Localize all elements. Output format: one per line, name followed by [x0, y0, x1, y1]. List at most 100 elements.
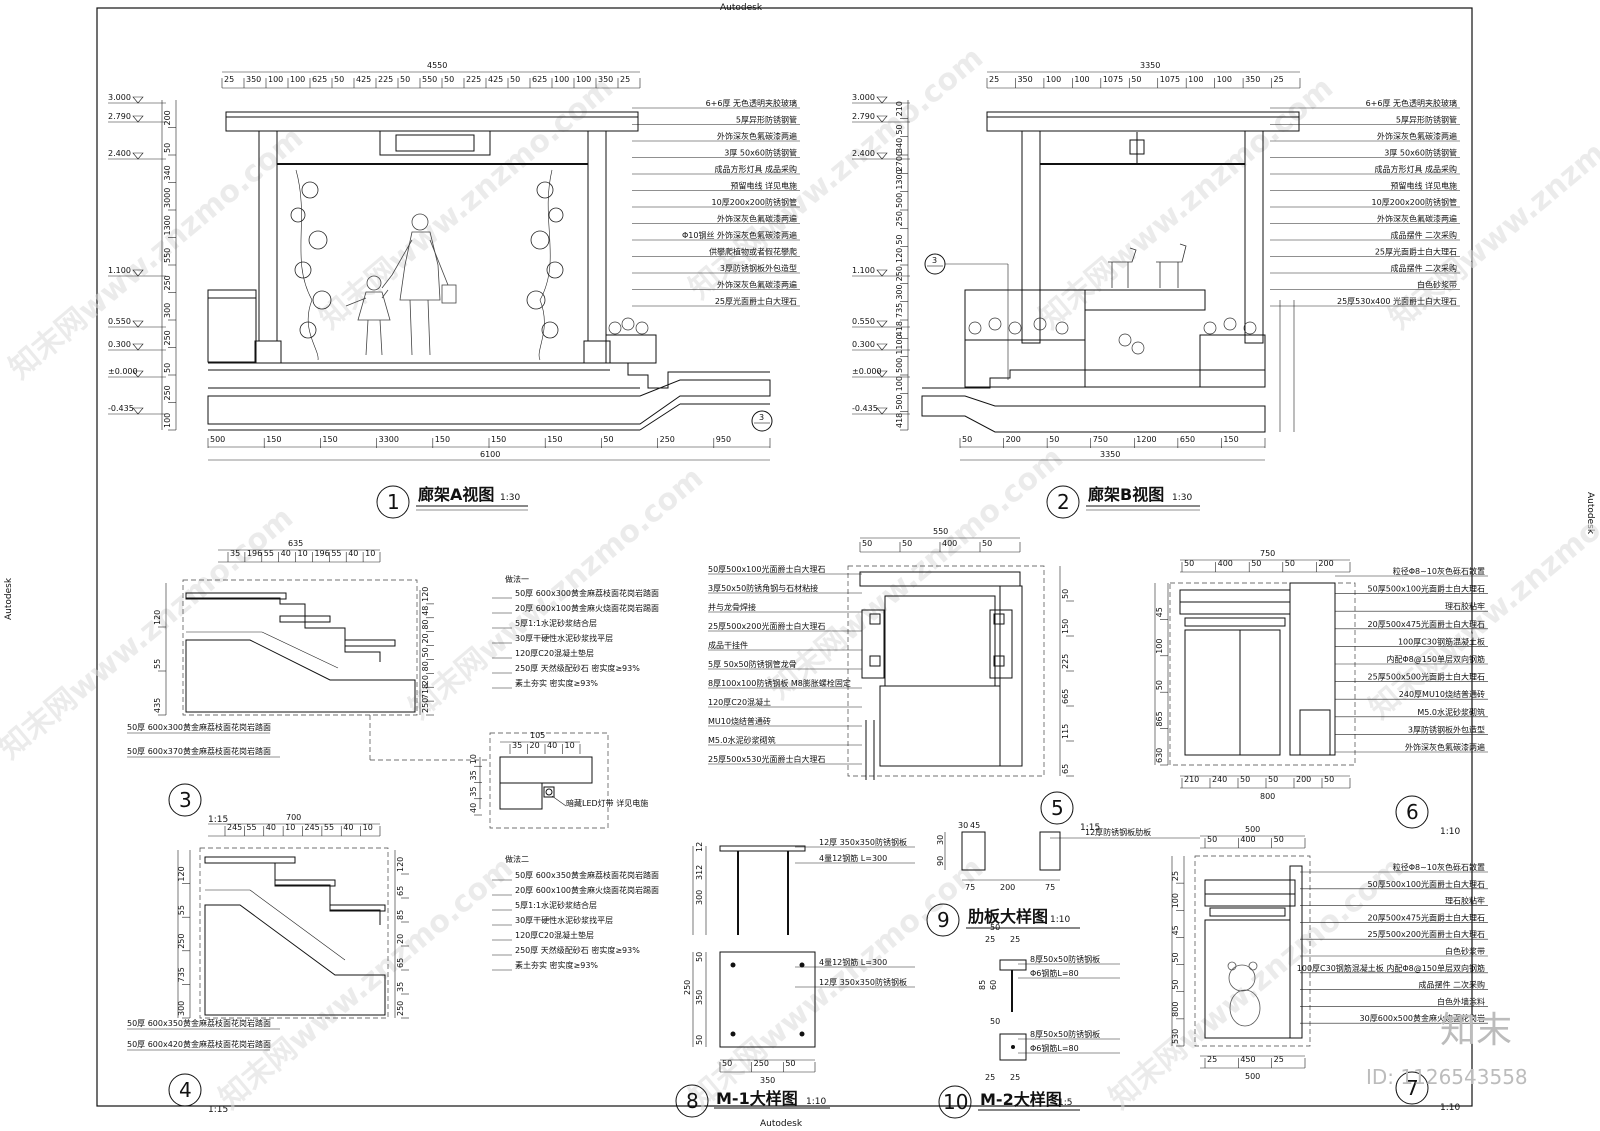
v1-level-1: 2.790: [108, 112, 131, 121]
v4-rdim-4: 65: [396, 958, 405, 968]
v5-rdim-2: 225: [1061, 654, 1070, 669]
v7-ldim-2: 45: [1171, 925, 1180, 935]
v3-top-dim-1: 196: [247, 549, 262, 558]
v5-scale: 1:15: [1080, 823, 1100, 833]
v4-top-dim-2: 40: [266, 823, 276, 832]
v2-top-dim-8: 100: [1217, 75, 1232, 84]
v6-bottom-total: 800: [1260, 792, 1275, 801]
v4-note-1: 20厚 600x100黄金麻火烧面花岗岩踢面: [515, 885, 659, 895]
v6-top-dim-3: 50: [1285, 559, 1295, 568]
v2-bot-dim-0: 50: [962, 435, 972, 444]
v10-dim-2: 25: [1010, 935, 1020, 944]
v2-number-circle: [1046, 485, 1080, 519]
v2-vdim-14: 500: [895, 358, 904, 373]
v4-number: 4: [179, 1078, 192, 1102]
v6-bot-dim-2: 50: [1240, 775, 1250, 784]
v1-vdim-11: 100: [163, 413, 172, 428]
v1-level-4: 0.550: [108, 317, 131, 326]
v3-ldim-0: 120: [153, 610, 162, 625]
v2-note-10: 成品摆件 二次采购: [1390, 263, 1457, 273]
v2-bot-dim-6: 150: [1223, 435, 1238, 444]
v4-note-6: 素土夯实 密实度≥93%: [515, 960, 598, 970]
v2-note-3: 3厚 50x60防锈钢管: [1384, 148, 1457, 158]
v3-rdim-3: 20: [421, 633, 430, 643]
v7-ldim-4: 50: [1171, 980, 1180, 990]
nose-sdim-3: 40: [469, 803, 478, 813]
v1-top-dim-18: 25: [620, 75, 630, 84]
v5-note-9: M5.0水泥砂浆砌筑: [708, 735, 776, 745]
v5-top-total: 550: [933, 527, 948, 536]
v9-bot-dim-1: 200: [1000, 883, 1015, 892]
v8-ldim-1: 312: [695, 865, 704, 880]
v2-top-dim-1: 350: [1017, 75, 1032, 84]
v6-top-dim-4: 200: [1318, 559, 1333, 568]
v6-note-6: 25厚500x500光面爵士白大理石: [1368, 672, 1485, 682]
v7-bear-ornament: [1227, 961, 1261, 1027]
v7-top-dim-0: 50: [1207, 835, 1217, 844]
v1-bot-dim-7: 50: [603, 435, 613, 444]
v6-note-7: 240厚MU10烧结普通砖: [1399, 689, 1485, 699]
v2-top-dim-5: 50: [1131, 75, 1141, 84]
v10-title: M-2大样图: [980, 1090, 1062, 1109]
v7-top-dim-1: 400: [1240, 835, 1255, 844]
v4-ldim-3: 735: [177, 967, 186, 982]
v6-ldim-1: 100: [1155, 639, 1164, 654]
v1-number-circle: [376, 485, 410, 519]
nose-note: 暗藏LED灯带 详见电施: [566, 798, 648, 808]
v4-number-circle: [168, 1073, 202, 1107]
svg-text:知末网www.znzmo.com: 知末网www.znzmo.com: [213, 850, 520, 1116]
v6-bot-dim-4: 200: [1296, 775, 1311, 784]
v7-note-4: 25厚500x200光面爵士白大理石: [1368, 929, 1485, 939]
v2-vdim-7: 50: [895, 234, 904, 244]
v1-vdim-9: 50: [163, 363, 172, 373]
v2-vdim-16: 500: [895, 394, 904, 409]
v3-rdim-2: 80: [421, 619, 430, 629]
v10-dim-5: 50: [990, 1017, 1000, 1026]
v6-note-9: 3厚防锈钢板外包造型: [1408, 724, 1485, 734]
v3-top-dim-7: 40: [348, 549, 358, 558]
v7-ldim-5: 800: [1171, 1002, 1180, 1017]
v1-bot-dim-8: 250: [660, 435, 675, 444]
v7-ldim-3: 50: [1171, 952, 1180, 962]
v1-top-dim-4: 625: [312, 75, 327, 84]
v4-rdim-0: 120: [396, 857, 405, 872]
v1-title: 廊架A视图: [418, 485, 494, 504]
v4-rdim-1: 65: [396, 886, 405, 896]
v1-note-10: 3厚防锈钢板外包造型: [720, 263, 797, 273]
v3-note-1: 20厚 600x100黄金麻火烧面花岗岩踢面: [515, 603, 659, 613]
v5-top-dim-2: 400: [942, 539, 957, 548]
v8-ldim2-1: 350: [695, 990, 704, 1005]
v8-ldim-0: 12: [695, 842, 704, 852]
v6-bot-dim-5: 50: [1324, 775, 1334, 784]
v9-ldim-0: 30: [936, 835, 945, 845]
v2-vertical-dims: 2105034027001300500250501202503007354181…: [895, 101, 908, 431]
v1-note-3: 3厚 50x60防锈钢管: [724, 148, 797, 158]
brand-top: Autodesk: [720, 3, 763, 13]
v1-vdim-10: 250: [163, 385, 172, 400]
v10-note-2: 8厚50x50防锈钢板: [1030, 1029, 1100, 1039]
watermarks: 知末网www.znzmo.com 知末网www.znzmo.com 知末网www…: [0, 40, 1600, 1116]
v5-note-2: 并与龙骨焊接: [708, 602, 756, 612]
v4-scale: 1:15: [208, 1105, 228, 1115]
v2-vdim-0: 210: [895, 101, 904, 116]
v2-bot-dim-3: 750: [1093, 435, 1108, 444]
brand-right: Autodesk: [1585, 492, 1595, 535]
v8-bot-dim-2: 50: [785, 1059, 795, 1068]
v6-top-total: 750: [1260, 549, 1275, 558]
